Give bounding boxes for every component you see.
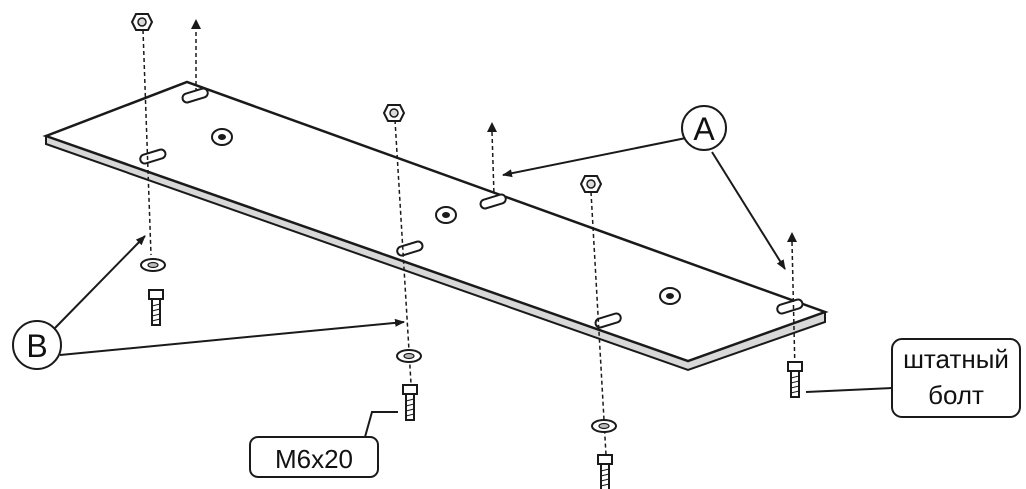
arrow-tip-icon xyxy=(487,122,497,132)
bolt-spec-box xyxy=(249,436,379,478)
leader-a-to-right xyxy=(711,151,786,270)
washer-icon xyxy=(591,419,617,433)
leader-b-to-left xyxy=(54,235,146,329)
bolt-icon xyxy=(148,289,164,326)
slot xyxy=(776,298,804,315)
nut-icon xyxy=(383,104,405,122)
stock-bolt-label-line2: болт xyxy=(928,380,984,410)
hole xyxy=(211,128,233,146)
arrow-tip-icon xyxy=(191,19,201,29)
bolt-icon xyxy=(597,454,613,489)
axis-line xyxy=(142,29,152,256)
leader-a-to-center xyxy=(502,137,687,178)
slot xyxy=(139,148,167,165)
plate-top-surface xyxy=(42,80,829,363)
bolt-spec-callout: M6x20 xyxy=(249,436,379,478)
nut-icon xyxy=(131,13,153,31)
plate-holes xyxy=(211,128,681,305)
stock-bolt-label-line1: штатный xyxy=(903,344,1009,374)
plate-slots xyxy=(139,87,804,329)
washer-icon xyxy=(396,349,422,363)
stock-bolt-callout: штатный болт xyxy=(891,338,1021,418)
hole xyxy=(435,206,457,224)
callout-b-label: B xyxy=(26,328,47,364)
callout-a: A xyxy=(681,105,727,151)
callout-b: B xyxy=(12,320,62,370)
axis-line xyxy=(791,241,796,373)
hole xyxy=(659,287,681,305)
arrow-tip-icon xyxy=(787,232,797,242)
axis-line xyxy=(590,191,607,456)
callout-a-label: A xyxy=(693,111,715,147)
nut-icon xyxy=(580,175,602,193)
mounting-plate xyxy=(42,80,829,372)
slot xyxy=(479,193,507,210)
callout-a-circle xyxy=(681,105,727,151)
upward-arrow-tips xyxy=(191,19,797,242)
leader-b-to-center xyxy=(59,318,405,356)
stock-bolt-box xyxy=(891,338,1021,418)
stock-bolt-icon xyxy=(787,361,803,398)
leader-bolt-spec xyxy=(364,411,398,438)
slot xyxy=(181,87,209,104)
leader-stock-bolt xyxy=(805,387,893,393)
slot xyxy=(396,240,424,257)
slot xyxy=(594,312,622,329)
washer-icon xyxy=(140,258,166,272)
bolt-spec-label: M6x20 xyxy=(275,444,353,474)
bolt-icon xyxy=(402,384,418,421)
callout-b-circle xyxy=(12,320,62,370)
axis-line xyxy=(491,131,495,196)
leader-lines xyxy=(54,137,893,438)
